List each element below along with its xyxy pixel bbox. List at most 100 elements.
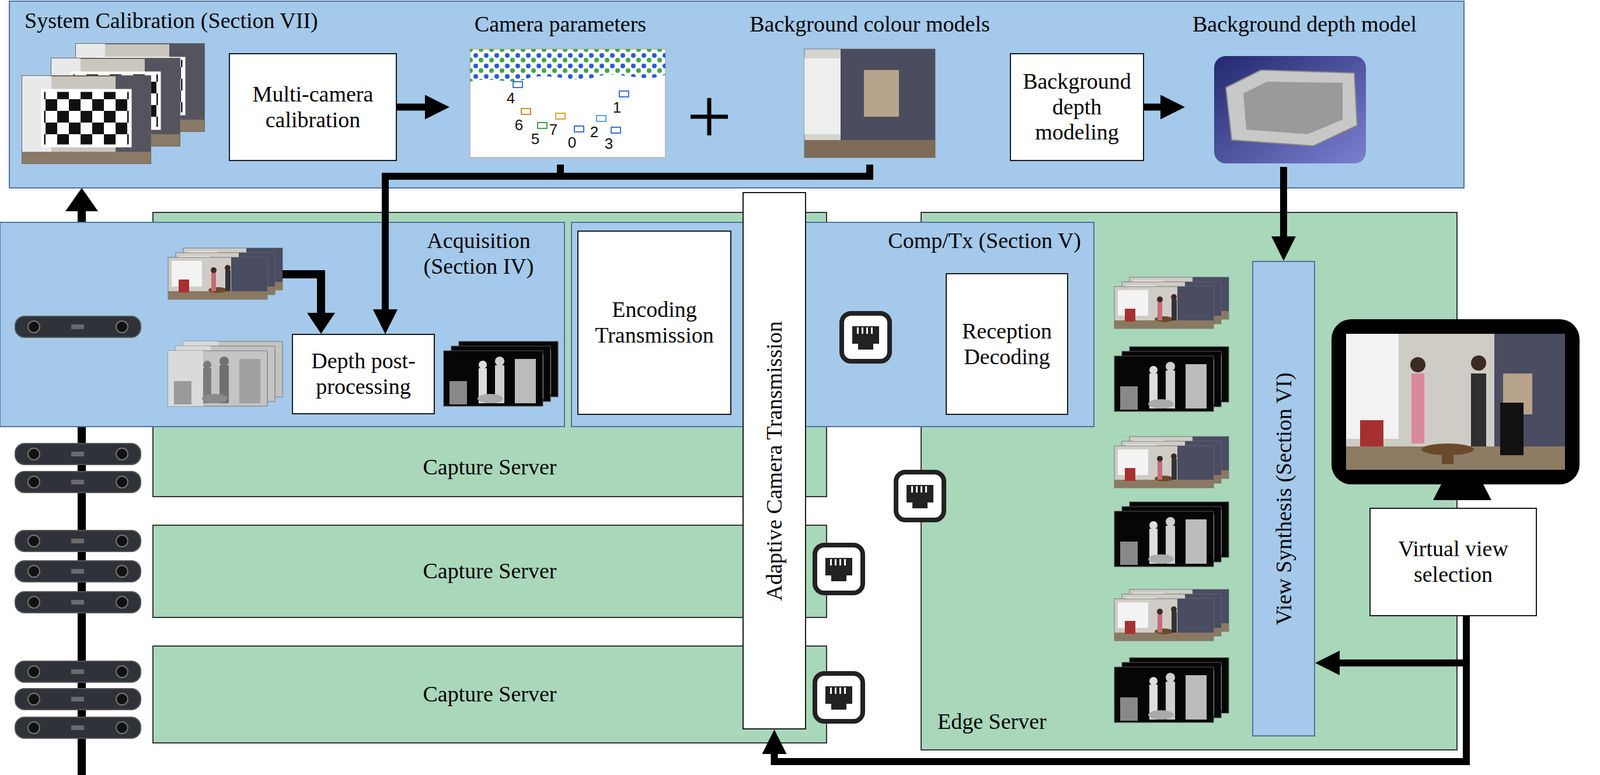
image-panel: Camera parameters [449,9,672,165]
callout-number: 6 [514,117,524,133]
background-colour-photo [804,58,841,135]
node-label: Background colour models [749,11,991,38]
ethernet-icons [814,313,944,722]
display-monitor [1410,357,1426,373]
panel-title: Capture Server [423,558,557,585]
flow-arrow [1280,166,1288,237]
display-monitor [1500,402,1524,456]
node-label: Reception Decoding [953,318,1061,370]
display-monitor [1331,319,1580,501]
callout-number: 4 [506,90,515,106]
section-panel: Encoding Transmission Reception Decoding C… [571,222,1094,427]
stereo-cameras [15,471,141,493]
callout-anchor: 2 [590,124,599,140]
section-bar: View Synthesis (Section VI) [1252,260,1316,737]
background-colour-photo [863,70,899,117]
acquisition-frames [443,350,543,407]
node-label: Background depth model [1192,11,1417,38]
node-label: Camera parameters [474,11,647,38]
calibration-photos [22,43,205,164]
illustration [15,43,1580,739]
frame-to-processing-arrow [282,274,336,334]
display-monitor [1411,373,1425,444]
panel-title: System Calibration (Section VII) [24,8,319,34]
received-frames [1114,511,1214,567]
stereo-cameras [15,530,141,552]
display-monitor [1470,355,1487,371]
camera-parameter-plot [521,108,531,115]
camera-parameter-plot [469,49,666,82]
background-colour-photo [804,140,936,158]
frame-to-processing-arrow [282,274,322,315]
camera-parameter-plot [555,113,566,120]
plus-sign [690,98,728,136]
panel-title: Capture Server [423,454,557,481]
flow-arrow [774,616,1467,762]
panel-title: Capture Server [423,681,557,708]
node-label: Depth post-processing [300,348,427,400]
server-panel: Capture Server [152,525,827,618]
camera-parameter-plot [469,49,666,158]
display-monitor [1421,443,1474,456]
camera-parameter-plot [469,49,666,158]
camera-parameter-plot [611,127,621,134]
panel-title: Acquisition (Section IV) [405,228,552,280]
camera-parameter-plot [574,126,584,132]
callout-anchor: 1 [612,99,622,115]
display-monitor [1331,319,1580,485]
received-frames [1114,598,1214,641]
callout-number: 0 [567,134,577,151]
server-panel: Capture Server [152,646,827,744]
ethernet-icons [814,673,863,722]
received-frames [1114,286,1214,329]
camera-parameter-plot [513,81,523,88]
display-monitor [1360,420,1384,447]
callout-anchor: 3 [604,136,613,152]
camera-parameter-plot [537,122,547,129]
callout-number: 1 [612,99,622,115]
received-frames [1114,667,1214,723]
callout-anchor: 6 [514,117,524,133]
panel-title: Comp/Tx (Section V) [887,228,1082,254]
background-colour-photo [804,49,936,158]
panel-fill [571,222,1094,427]
panel-fill [152,646,827,744]
node-label: Multi-camera calibration [236,81,389,133]
calibration-photos [22,75,151,164]
display-monitor [1346,333,1565,470]
camera-parameter-plot [596,115,606,122]
flow-arrow [1339,616,1467,664]
ethernet-icons [896,472,944,521]
panel-title: Edge Server [937,709,1047,735]
node-label: Virtual view selection [1377,536,1529,588]
frame-to-processing-arrow [307,312,336,334]
background-colour-photo [804,49,936,158]
section-panel: Depth post-processing Acquisition (Sectio… [0,222,565,427]
callout-anchor: 5 [531,131,540,147]
image-panel: Background colour models [741,9,999,165]
display-monitor [1470,373,1487,447]
vertical-label: Adaptive Camera Transmission [761,321,788,601]
stereo-cameras [15,560,141,582]
panel-fills [0,1,1464,751]
process-box: Encoding Transmission [577,230,732,416]
callout-number: 7 [549,121,558,138]
panel-fill [0,222,565,427]
acquisition-frames [168,257,268,300]
vertical-label: View Synthesis (Section VI) [1270,372,1297,626]
panel-fill [9,1,1464,188]
acquisition-frames [168,350,268,407]
received-frames [1114,445,1214,488]
stereo-cameras [15,591,141,613]
process-box: Depth post-processing [291,333,435,415]
image-panel: Background depth model [1184,9,1425,167]
received-frames [1114,356,1214,412]
ethernet-icons [814,545,863,594]
flow-arrow [396,103,425,111]
background-depth-render [1214,56,1366,164]
background-depth-render [1225,70,1358,146]
callout-number: 5 [531,131,540,147]
camera-feed-arrow [65,187,99,212]
section-band: Multi-camera calibration Camera parameter… [9,1,1464,188]
